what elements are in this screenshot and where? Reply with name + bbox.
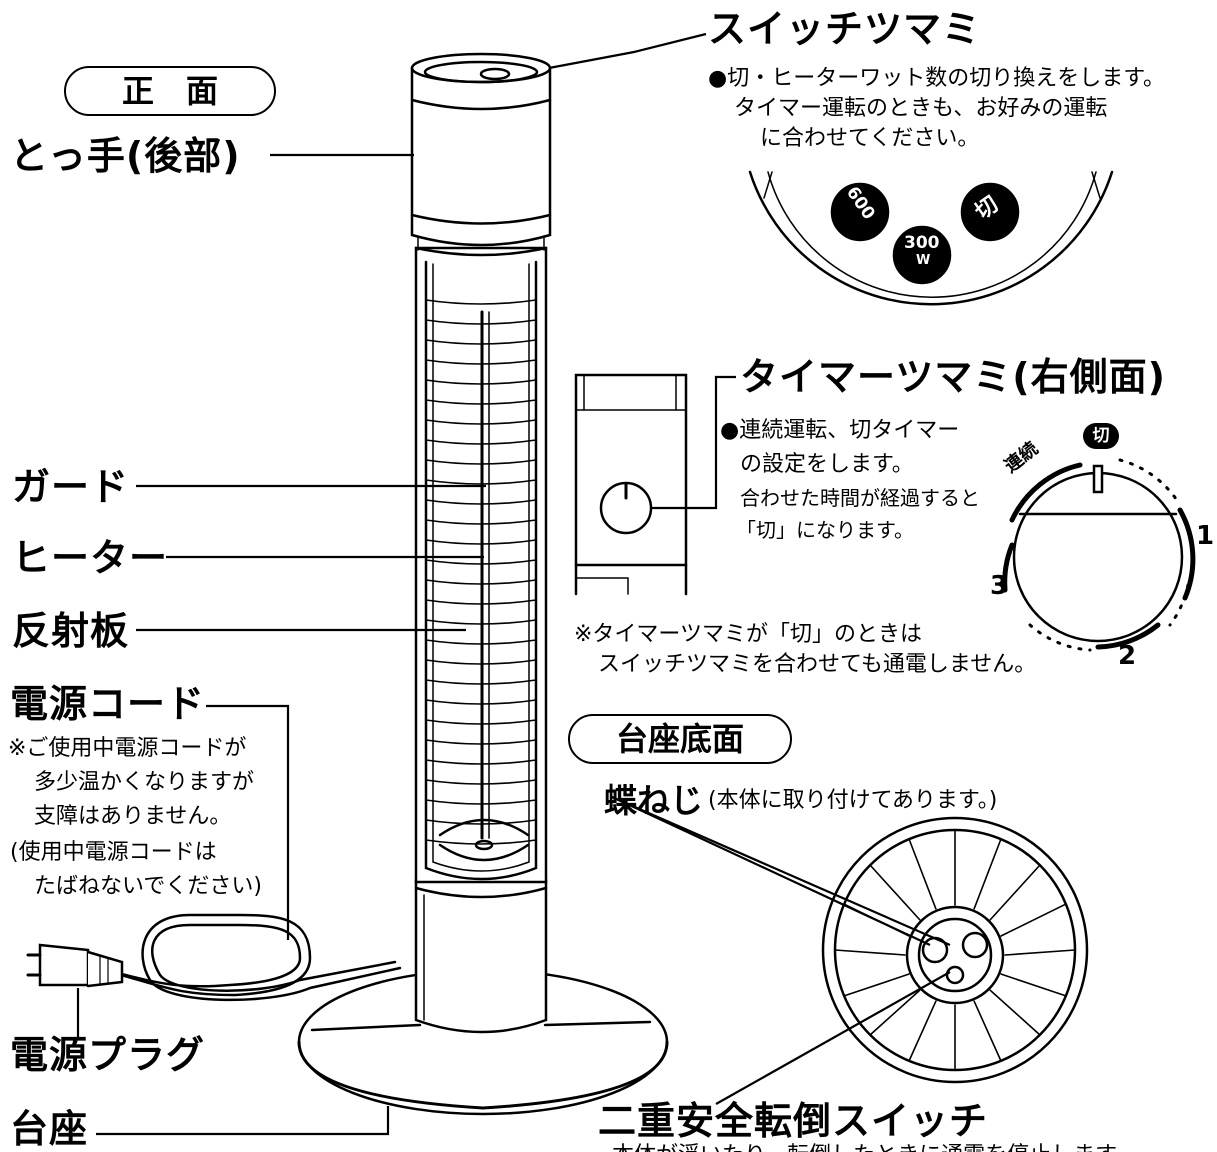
guard-ring xyxy=(425,559,537,565)
butterfly-screw-note: (本体に取り付けてあります。) xyxy=(708,788,998,813)
base-rib xyxy=(869,864,921,921)
guard-ring xyxy=(425,679,537,685)
timer-side-panel xyxy=(574,373,688,596)
base-rib xyxy=(989,864,1041,921)
base-rib xyxy=(989,989,1041,1036)
label-power-cord: 電源コード xyxy=(10,682,206,726)
base-rib xyxy=(908,1000,937,1062)
cord-note-line2: 多少温かくなりますが xyxy=(34,770,255,795)
dial-label-300-unit: W xyxy=(916,253,931,268)
guard-ring xyxy=(425,459,537,465)
guard-ring xyxy=(425,599,537,605)
base-bottom-badge: 台座底面 xyxy=(568,714,792,764)
label-reflector: 反射板 xyxy=(12,609,130,653)
guard-ring xyxy=(425,439,537,445)
base-rib xyxy=(1000,903,1067,937)
timer-dial-off: 切 xyxy=(1083,423,1119,449)
base-rib xyxy=(908,838,937,910)
timer-knob-title: タイマーツマミ(右側面) xyxy=(740,355,1166,399)
base-rib xyxy=(973,1000,1002,1062)
cord-note-line5: たばねないでください) xyxy=(34,874,262,899)
guard-ring xyxy=(425,479,537,485)
label-guard: ガード xyxy=(12,465,130,509)
guard-ring xyxy=(425,319,537,325)
timer-note-line2: スイッチツマミを合わせても通電しません。 xyxy=(598,652,1037,677)
switch-knob-title: スイッチツマミ xyxy=(708,7,982,51)
butterfly-screw-label: 蝶ねじ xyxy=(604,781,703,820)
timer-knob-desc4: 「切」になります。 xyxy=(736,518,914,542)
guard-ring xyxy=(425,659,537,665)
guard-ring xyxy=(425,819,537,825)
guard-ring xyxy=(425,619,537,625)
guard-ring xyxy=(425,299,537,305)
guard-ring xyxy=(425,739,537,745)
guard-ring xyxy=(425,359,537,365)
safety-switch-note: 本体が浮いたり、転倒したときに通電を停止します。 xyxy=(612,1143,1137,1152)
guard-ring xyxy=(425,519,537,525)
guard-ring xyxy=(425,499,537,505)
base-rib xyxy=(1000,973,1067,997)
base-rib xyxy=(843,973,910,997)
timer-knob-desc1: ●連続運転、切タイマー xyxy=(720,418,960,443)
guard-ring xyxy=(425,839,537,845)
switch-knob-desc1: ●切・ヒーターワット数の切り換えをします。 xyxy=(708,66,1165,91)
base-rib xyxy=(869,989,921,1036)
base-rib xyxy=(1004,949,1076,956)
timer-dial-2: 2 xyxy=(1118,641,1137,671)
safety-switch-label: 二重安全転倒スイッチ xyxy=(598,1099,989,1143)
guard-ring xyxy=(425,799,537,805)
guard-rings xyxy=(425,299,537,845)
front-view-badge: 正 面 xyxy=(64,66,276,116)
cord-note-line3: 支障はありません。 xyxy=(34,804,232,829)
base-rib xyxy=(973,838,1002,910)
guard-ring xyxy=(425,399,537,405)
timer-knob-desc2: の設定をします。 xyxy=(740,452,914,477)
switch-knob-desc3: に合わせてください。 xyxy=(760,126,980,151)
label-handle: とっ手(後部) xyxy=(10,134,241,178)
guard-ring xyxy=(425,699,537,705)
cord-note-line4: (使用中電源コードは xyxy=(10,840,217,865)
label-base: 台座 xyxy=(10,1107,89,1151)
dial-label-300: 300 xyxy=(904,233,940,253)
timer-dial-1: 1 xyxy=(1196,521,1215,551)
tower-body xyxy=(410,52,552,1034)
timer-note-line1: ※タイマーツマミが「切」のときは xyxy=(574,622,922,647)
guard-ring xyxy=(425,779,537,785)
guard-ring xyxy=(425,639,537,645)
timer-dial-3: 3 xyxy=(990,571,1009,601)
leader-lines xyxy=(76,32,951,1136)
label-power-plug: 電源プラグ xyxy=(10,1033,206,1077)
label-heater: ヒーター xyxy=(12,536,169,580)
power-cord-drawing xyxy=(26,913,402,1002)
guard-ring xyxy=(425,419,537,425)
base-stand xyxy=(297,968,669,1116)
base-bottom-drawing xyxy=(821,816,1089,1084)
guard-ring xyxy=(425,379,537,385)
timer-knob-desc3: 合わせた時間が経過すると xyxy=(740,486,980,510)
switch-knob-desc2: タイマー運転のときも、お好みの運転 xyxy=(734,96,1108,121)
guard-ring xyxy=(425,759,537,765)
guard-ring xyxy=(425,719,537,725)
base-rib xyxy=(834,949,906,956)
cord-note-line1: ※ご使用中電源コードが xyxy=(8,736,247,761)
switch-dial-drawing xyxy=(748,170,1114,306)
guard-ring xyxy=(425,539,537,545)
guard-ring xyxy=(425,339,537,345)
timer-dial-drawing xyxy=(1002,458,1196,652)
guard-ring xyxy=(425,579,537,585)
